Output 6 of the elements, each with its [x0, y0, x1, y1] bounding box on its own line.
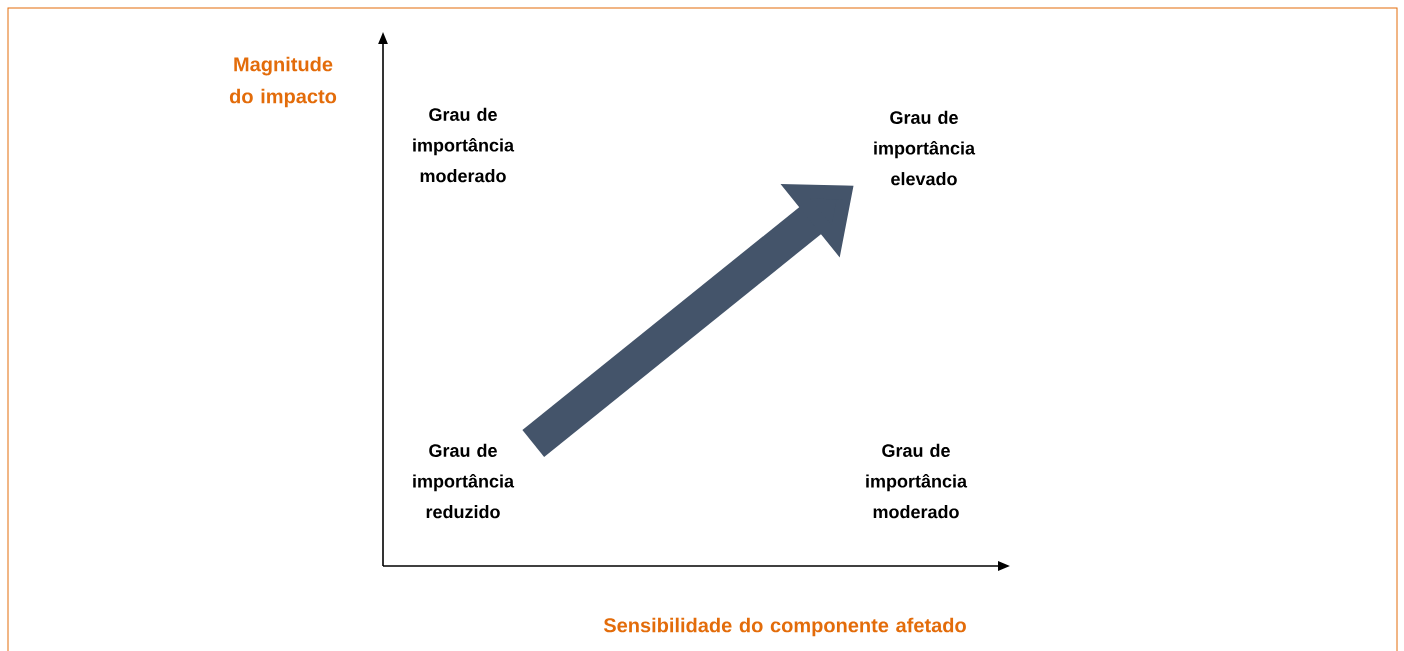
axis-title: Magnitude do impacto: [229, 56, 337, 108]
quadrant-label: Grau de importância reduzido: [413, 443, 515, 519]
quadrant-label: Grau de importância moderado: [866, 443, 968, 519]
quadrant-label: Grau de importância elevado: [874, 110, 976, 186]
quadrant-label: Grau de importância moderado: [413, 107, 515, 183]
axis-title: Sensibilidade do componente afetado: [603, 617, 966, 637]
